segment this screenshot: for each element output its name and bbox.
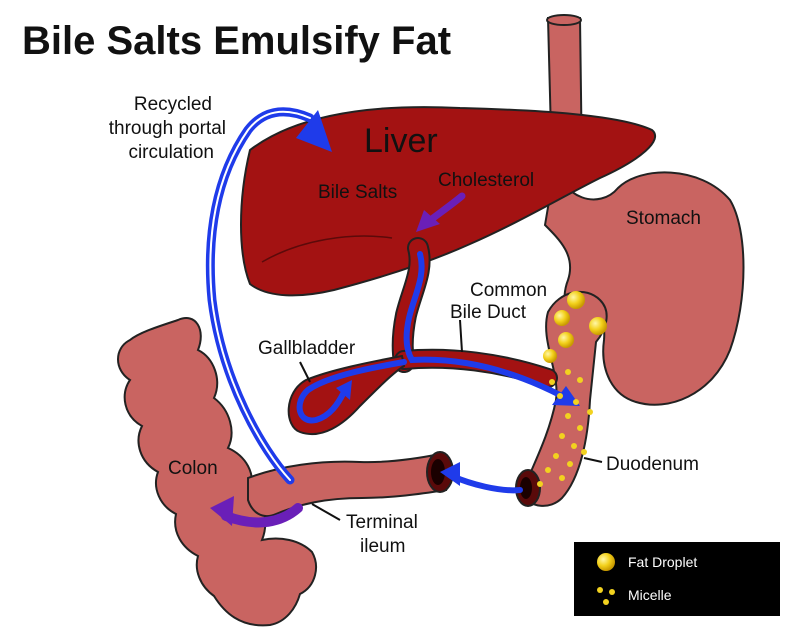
fat-droplet	[567, 291, 585, 309]
legend: Fat Droplet Micelle	[574, 542, 780, 616]
fat-droplet	[554, 310, 570, 326]
gallbladder-pointer	[299, 361, 311, 383]
portal-recycle-arrow-inner	[209, 110, 311, 481]
terminal-ileum-label-line1: Terminal	[346, 512, 418, 533]
bile-flow-gallbladder-arrowhead	[336, 380, 352, 400]
esophagus-opening	[546, 14, 582, 26]
colon-label: Colon	[168, 458, 218, 479]
terminal-ileum-label-line2: ileum	[360, 536, 405, 557]
cholesterol-arrowhead	[416, 210, 440, 232]
reabsorption-arrow	[449, 473, 523, 494]
bile-flow-duct-arrowhead	[552, 386, 580, 406]
bile-flow-duct-arrow	[403, 251, 565, 399]
liver-lobe-line	[261, 235, 393, 263]
fat-droplet	[558, 332, 574, 348]
legend-fat-droplet-icon	[597, 553, 615, 571]
legend-micelle-icon	[597, 587, 615, 605]
micelles	[537, 369, 593, 487]
ileum-opening-inner	[431, 459, 445, 485]
legend-fat-droplet-label: Fat Droplet	[628, 554, 697, 570]
duodenum-label: Duodenum	[606, 454, 699, 475]
recycled-label-line1: Recycled	[134, 94, 212, 115]
duodenum-pointer	[583, 457, 603, 463]
bile-salts-label: Bile Salts	[318, 182, 397, 203]
terminal-ileum	[247, 452, 448, 518]
portal-recycle-arrowhead	[296, 110, 332, 152]
fat-droplet	[589, 317, 607, 335]
cholesterol-label: Cholesterol	[438, 170, 534, 191]
common-bile-duct-label-line2: Bile Duct	[450, 302, 527, 323]
recycled-label-line3: circulation	[128, 142, 214, 163]
colon-flow-arrow	[221, 503, 303, 528]
legend-micelle-label: Micelle	[628, 587, 672, 603]
common-bile-duct-label-line1: Common	[470, 280, 547, 301]
terminal-ileum-pointer	[311, 503, 341, 521]
liver	[240, 106, 657, 297]
common-bile-duct-pointer	[459, 319, 463, 353]
stomach-label: Stomach	[626, 208, 701, 229]
gallbladder-label: Gallbladder	[258, 338, 356, 359]
liver-label: Liver	[364, 122, 438, 160]
recycled-label-line2: through portal	[109, 118, 226, 139]
fat-droplet	[543, 349, 557, 363]
duodenum-opening-inner	[520, 477, 532, 499]
colon-flow-arrowhead	[210, 496, 234, 526]
bile-flow-gallbladder-arrow	[296, 359, 407, 424]
reabsorption-arrowhead	[440, 462, 460, 486]
diagram-title: Bile Salts Emulsify Fat	[22, 19, 451, 63]
colon	[117, 317, 317, 627]
